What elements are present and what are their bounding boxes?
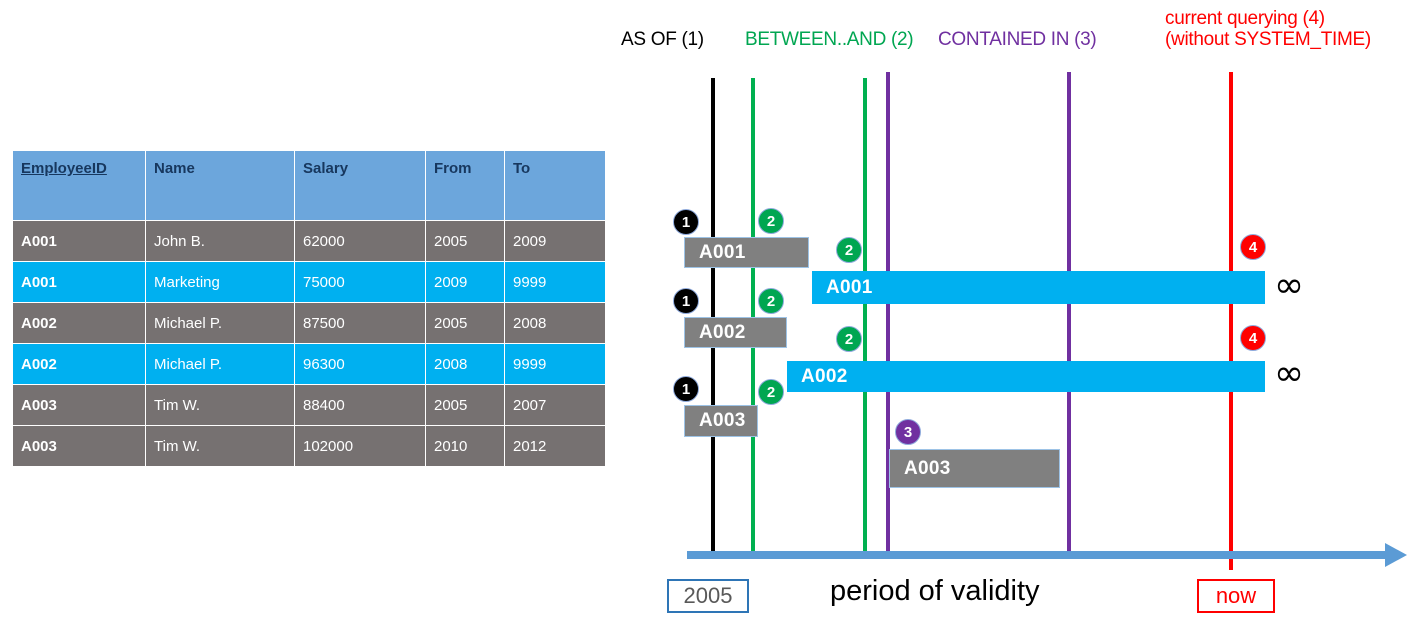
cell-employeeid: A003 (13, 385, 145, 425)
table-row: A002 Michael P. 96300 2008 9999 (13, 344, 605, 384)
table-header-employeeid: EmployeeID (13, 151, 145, 220)
cell-employeeid: A002 (13, 344, 145, 384)
axis-end-label: now (1197, 579, 1275, 613)
table-header-from: From (426, 151, 504, 220)
legend-current-querying-line1: current querying (4) (1165, 8, 1325, 29)
cell-from: 2010 (426, 426, 504, 466)
legend-current-querying: current querying (4) (without SYSTEM_TIM… (1165, 8, 1371, 50)
badge-current-querying-a001: 4 (1240, 234, 1266, 260)
cell-name: Michael P. (146, 303, 294, 343)
timeline-bar-a001-historic: A001 (684, 237, 809, 268)
cell-salary: 96300 (295, 344, 425, 384)
timeline-bar-a002-historic: A002 (684, 317, 787, 348)
cell-to: 9999 (505, 262, 605, 302)
cell-from: 2005 (426, 303, 504, 343)
employee-table: EmployeeID Name Salary From To A001 John… (12, 150, 606, 467)
cell-to: 9999 (505, 344, 605, 384)
cell-salary: 88400 (295, 385, 425, 425)
now-vertical-line (1229, 72, 1233, 570)
cell-salary: 75000 (295, 262, 425, 302)
table-header-row: EmployeeID Name Salary From To (13, 151, 605, 220)
legend-between-and: BETWEEN..AND (2) (745, 29, 914, 50)
table-row: A003 Tim W. 88400 2005 2007 (13, 385, 605, 425)
infinity-icon-a002: ∞ (1274, 353, 1304, 394)
cell-to: 2007 (505, 385, 605, 425)
axis-caption: period of validity (830, 575, 1040, 607)
badge-contained-in-a003: 3 (895, 419, 921, 445)
cell-from: 2009 (426, 262, 504, 302)
badge-between-a003: 2 (758, 379, 784, 405)
cell-to: 2009 (505, 221, 605, 261)
cell-name: Tim W. (146, 426, 294, 466)
badge-between-a002-start: 2 (758, 288, 784, 314)
timeline-bar-a003-historic: A003 (684, 405, 758, 437)
badge-current-querying-a002: 4 (1240, 325, 1266, 351)
badge-as-of-a002: 1 (673, 288, 699, 314)
table-header-salary: Salary (295, 151, 425, 220)
cell-employeeid: A002 (13, 303, 145, 343)
badge-between-a001-current: 2 (836, 237, 862, 263)
table-row: A001 Marketing 75000 2009 9999 (13, 262, 605, 302)
table-row: A003 Tim W. 102000 2010 2012 (13, 426, 605, 466)
badge-between-a002-current: 2 (836, 326, 862, 352)
legend-as-of: AS OF (1) (621, 29, 704, 50)
cell-name: John B. (146, 221, 294, 261)
badge-as-of-a003: 1 (673, 376, 699, 402)
cell-employeeid: A003 (13, 426, 145, 466)
cell-to: 2008 (505, 303, 605, 343)
cell-name: Marketing (146, 262, 294, 302)
legend-current-querying-line2: (without SYSTEM_TIME) (1165, 29, 1371, 50)
cell-from: 2005 (426, 221, 504, 261)
cell-salary: 87500 (295, 303, 425, 343)
infinity-icon-a001: ∞ (1274, 265, 1304, 306)
cell-employeeid: A001 (13, 262, 145, 302)
timeline-bar-a003-second: A003 (889, 449, 1060, 488)
cell-salary: 102000 (295, 426, 425, 466)
cell-name: Tim W. (146, 385, 294, 425)
table-header-employeeid-label: EmployeeID (21, 160, 107, 177)
timeline-axis (687, 551, 1387, 559)
between-and-end-vertical-line (863, 78, 867, 556)
table-row: A002 Michael P. 87500 2005 2008 (13, 303, 605, 343)
contained-in-start-vertical-line (886, 72, 890, 556)
table-header-name: Name (146, 151, 294, 220)
contained-in-end-vertical-line (1067, 72, 1071, 556)
legend-contained-in: CONTAINED IN (3) (938, 29, 1097, 50)
cell-employeeid: A001 (13, 221, 145, 261)
cell-to: 2012 (505, 426, 605, 466)
table-row: A001 John B. 62000 2005 2009 (13, 221, 605, 261)
timeline-axis-arrow-icon (1385, 543, 1407, 567)
axis-start-label: 2005 (667, 579, 749, 613)
timeline-bar-a002-current: A002 (787, 361, 1265, 392)
cell-salary: 62000 (295, 221, 425, 261)
timeline-bar-a001-current: A001 (812, 271, 1265, 304)
table-header-to: To (505, 151, 605, 220)
cell-name: Michael P. (146, 344, 294, 384)
cell-from: 2008 (426, 344, 504, 384)
badge-as-of-a001: 1 (673, 209, 699, 235)
cell-from: 2005 (426, 385, 504, 425)
badge-between-a001-start: 2 (758, 208, 784, 234)
